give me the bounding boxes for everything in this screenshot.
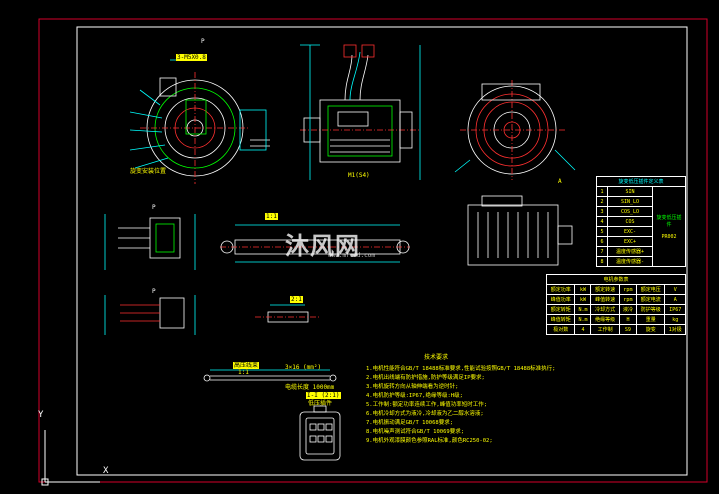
lv-connector-face <box>299 405 341 461</box>
inner-drawing-border <box>76 26 688 476</box>
label-p2: P <box>152 204 156 211</box>
notes-line: 2.电机出线端有防护措施,防护等级满足IP要求; <box>366 375 485 381</box>
motor-section-view <box>467 195 573 266</box>
label-conn-title: I-I (2:1) <box>306 392 341 399</box>
label-section-1: 1:1 <box>265 213 278 220</box>
notes-line: 9.电机外观漆膜颜色参照RAL标准,颜色RC250-02; <box>366 438 493 444</box>
watermark-logo: 沐风网 <box>285 232 360 260</box>
notes-line: 4.电机防护等级:IP67,绝缘等级:H级; <box>366 393 463 399</box>
notes-title: 技术要求 <box>424 354 449 361</box>
label-section-2: 2:1 <box>290 296 303 303</box>
label-harness-title: 高压线束 <box>233 362 260 369</box>
notes-line: 1.电机性能符合GB/T 18488标准要求,性能试验按照GB/T 18488标… <box>366 366 556 372</box>
label-motor: M1(S4) <box>348 172 370 179</box>
label-cable-spec: 3×16 (mm²) <box>285 364 322 371</box>
ucs-icon <box>41 430 100 486</box>
watermark-url: www.mfcad.com <box>328 252 375 259</box>
label-rotor-note: 旋变安装位置 <box>130 168 167 175</box>
notes-line: 5.工作制:额定功率连续工作,峰值功率短时工作; <box>366 402 488 408</box>
pin-table-header: 旋变低压插件定义表 <box>596 176 686 187</box>
notes-line: 6.电机冷却方式为液冷,冷却液为乙二醇水溶液; <box>366 411 484 417</box>
ucs-y-label: Y <box>38 410 44 420</box>
motor-side-view <box>300 44 421 180</box>
hv-harness-drawing <box>203 369 337 382</box>
terminal-detail-view <box>255 304 320 323</box>
ucs-x-label: X <box>103 466 109 476</box>
param-table-header: 电机参数表 <box>546 274 686 285</box>
pin-table-side-label: 旋变低压插件 <box>656 214 682 228</box>
label-cable-note: 电缆长度 1000mm <box>285 384 335 391</box>
label-p3: P <box>152 288 156 295</box>
cable-assembly-view <box>220 224 410 263</box>
notes-line: 8.电机噪声测试符合GB/T 10069要求; <box>366 429 465 435</box>
hv-connector-view <box>104 214 196 270</box>
notes-line: 7.电机振动满足GB/T 10068要求; <box>366 420 454 426</box>
label-cable-callout: 3-M5X0.8 <box>176 54 207 61</box>
outer-sheet-frame <box>38 18 708 483</box>
lv-connector-view <box>104 295 196 335</box>
label-view-a: A <box>558 178 562 185</box>
notes-line: 3.电机旋转方向从轴伸端看为逆时针; <box>366 384 459 390</box>
label-p1: P <box>201 38 205 45</box>
label-harness-scale: 1:1 <box>238 369 249 376</box>
pin-table-code: PR002 <box>661 233 677 240</box>
end-view-right <box>454 80 576 180</box>
label-conn: 低压插件 <box>308 400 333 407</box>
end-view-left <box>129 59 270 184</box>
